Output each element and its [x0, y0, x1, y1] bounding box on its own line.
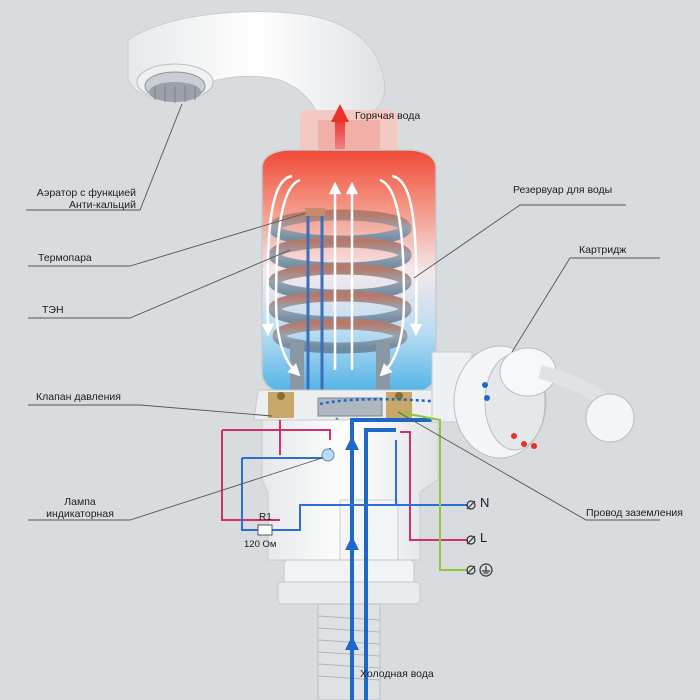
label-thermocouple: Термопара: [38, 252, 92, 264]
label-aerator-line2: Анти-кальций: [69, 199, 136, 211]
label-ground-wire: Провод заземления: [586, 507, 683, 519]
hot-water-arrow: [331, 104, 349, 160]
leader-lines: [26, 103, 660, 521]
wire-ground: [397, 411, 468, 571]
heating-element: [268, 209, 412, 390]
spout: [127, 11, 386, 119]
label-pressure-valve: Клапан давления: [36, 391, 121, 403]
resistor-r1: [257, 524, 273, 536]
aerator: [144, 71, 206, 103]
terminal-n-label: N: [480, 495, 490, 510]
indicator-lamp: [321, 448, 335, 462]
label-hot-water: Горячая вода: [355, 110, 421, 122]
label-aerator-line1: Аэратор с функцией: [36, 187, 136, 199]
terminal-l-label: L: [480, 530, 488, 545]
threaded-pipe: [317, 603, 381, 700]
label-lamp-line2: индикаторная: [46, 508, 114, 520]
cold-water-path: [345, 395, 462, 700]
connection-nut: [277, 559, 421, 605]
label-heater: ТЭН: [42, 304, 64, 316]
label-reservoir: Резервуар для воды: [513, 184, 613, 196]
terminal-markers: [466, 500, 493, 577]
label-resistor-name: R1: [259, 512, 272, 523]
thermocouple-probe: [305, 208, 325, 395]
label-cartridge: Картридж: [579, 244, 627, 256]
cartridge: [431, 345, 635, 459]
circulation-arrows: [261, 174, 423, 377]
label-cold-water: Холодная вода: [360, 668, 434, 680]
label-lamp-line1: Лампа: [64, 496, 96, 508]
label-resistor-value: 120 Ом: [244, 539, 277, 550]
